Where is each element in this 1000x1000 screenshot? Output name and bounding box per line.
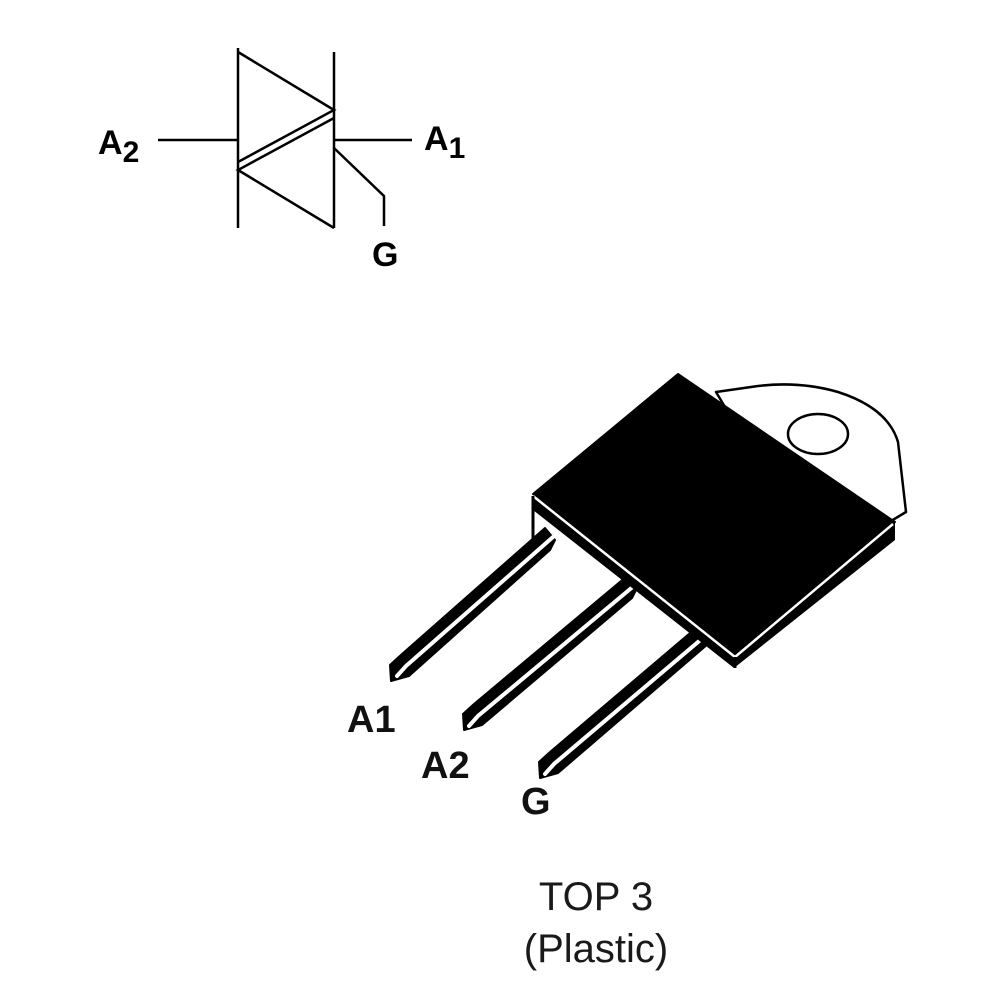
pin-label-a2: A2 (421, 745, 470, 787)
package-drawing (389, 373, 908, 779)
lead-a2 (462, 575, 638, 731)
upper-diode-triangle (237, 50, 337, 164)
triac-symbol (158, 48, 412, 230)
pin-label-g: G (521, 781, 551, 823)
pin-label-a1: A1 (347, 699, 396, 741)
package-material: (Plastic) (524, 927, 668, 971)
package-name: TOP 3 (539, 875, 653, 919)
lead-g (538, 621, 714, 779)
mounting-hole (786, 412, 850, 456)
gate-lead (333, 147, 386, 226)
symbol-label-gate: G (372, 236, 398, 274)
body-side-face (734, 522, 895, 668)
lead-a1 (389, 527, 556, 682)
lower-diode-triangle (235, 116, 335, 230)
symbol-label-a1: A1 (424, 120, 465, 165)
symbol-label-a2: A2 (98, 124, 139, 169)
